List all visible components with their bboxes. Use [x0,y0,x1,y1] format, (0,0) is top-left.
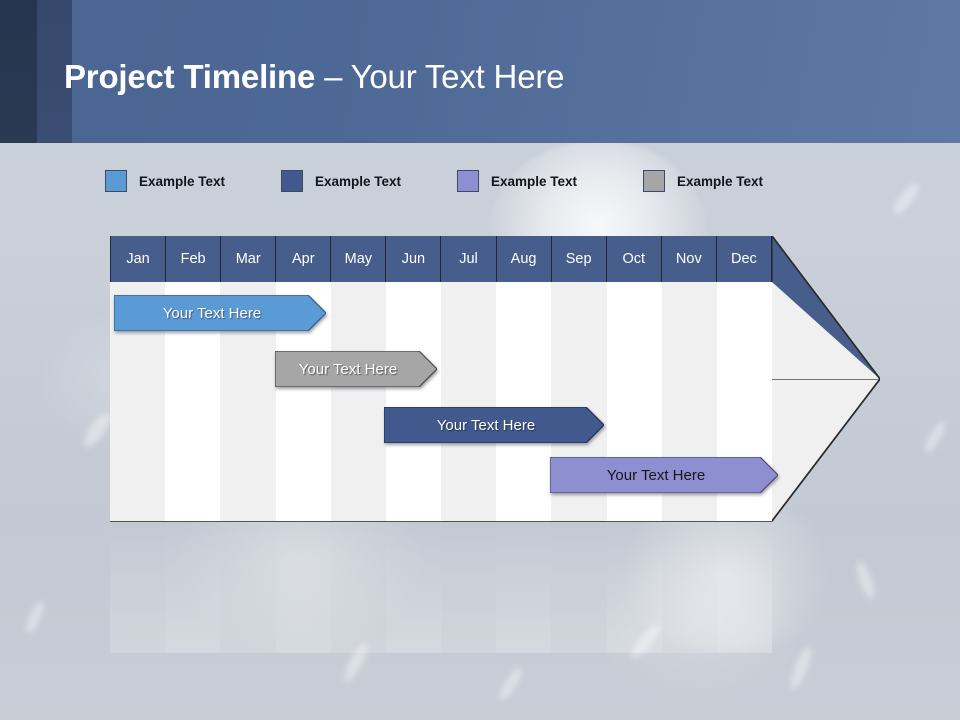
timeline-bar-1-label: Your Text Here [162,304,262,322]
month-header-dec[interactable]: Dec [716,236,772,282]
month-column-jul [441,236,497,521]
timeline-bar-3-shape-icon [384,407,604,443]
reflection-column [661,523,717,653]
month-header-apr[interactable]: Apr [276,236,332,282]
month-column-jan [110,236,166,521]
month-column-mar [220,236,276,521]
legend-swatch-gray-icon [643,170,665,192]
timeline-bar-2-shape-icon [275,351,437,387]
bokeh-streak-icon [853,559,878,601]
month-header-aug[interactable]: Aug [496,236,552,282]
timeline-bar-2-label: Your Text Here [298,360,398,378]
reflection-column [330,523,386,653]
chart-reflection-grid [110,523,773,653]
reflection-column [220,523,276,653]
legend: Example Text Example Text Example Text E… [105,168,825,196]
reflection-column [110,523,166,653]
reflection-column [275,523,331,653]
reflection-column [551,523,607,653]
slide-header-band [0,0,960,143]
reflection-column [385,523,442,653]
legend-item-1[interactable]: Example Text [105,168,225,194]
month-header-jun[interactable]: Jun [386,236,442,282]
legend-label-4: Example Text [677,173,764,189]
month-header-jan[interactable]: Jan [110,236,167,282]
timeline-bar-1-shape-icon [114,295,326,331]
timeline-bar-4-label: Your Text Here [606,466,706,484]
timeline-bar-2[interactable]: Your Text Here [275,351,437,387]
legend-swatch-purple-icon [457,170,479,192]
legend-item-2[interactable]: Example Text [281,168,401,194]
reflection-column [165,523,221,653]
bokeh-streak-icon [889,180,923,218]
month-header-mar[interactable]: Mar [221,236,277,282]
bokeh-streak-icon [627,621,665,661]
month-column-aug [496,236,552,521]
legend-item-4[interactable]: Example Text [643,168,763,194]
legend-label-2: Example Text [315,173,402,189]
page-title-light: – Your Text Here [315,58,565,95]
legend-label-1: Example Text [139,173,226,189]
legend-item-3[interactable]: Example Text [457,168,577,194]
timeline-bar-1[interactable]: Your Text Here [114,295,326,331]
legend-swatch-navy-icon [281,170,303,192]
reflection-column [441,523,497,653]
bokeh-streak-icon [23,599,47,635]
month-column-feb [165,236,221,521]
page-title-strong: Project Timeline [64,58,316,95]
background-glow-icon [600,500,850,650]
reflection-column [606,523,662,653]
chart-reflection [110,523,880,653]
header-accent-dark [0,0,37,143]
page-title: Project Timeline – Your Text Here [64,58,564,96]
timeline-bar-3[interactable]: Your Text Here [384,407,604,443]
bokeh-streak-icon [922,419,948,455]
month-header-feb[interactable]: Feb [166,236,222,282]
legend-label-3: Example Text [491,173,578,189]
timeline-bar-3-label: Your Text Here [436,416,536,434]
month-header-may[interactable]: May [331,236,387,282]
bokeh-streak-icon [786,644,816,692]
month-header-jul[interactable]: Jul [441,236,497,282]
timeline-chart: Jan Feb Mar Apr May Jun Jul Aug Sep Oct … [110,236,880,522]
month-header-sep[interactable]: Sep [551,236,607,282]
month-header-row: Jan Feb Mar Apr May Jun Jul Aug Sep Oct … [110,236,772,282]
timeline-bar-4[interactable]: Your Text Here [550,457,778,493]
reflection-column [716,523,773,653]
legend-swatch-blue-icon [105,170,127,192]
reflection-column [496,523,552,653]
header-accent-mid [37,0,72,143]
timeline-bar-4-shape-icon [550,457,778,493]
month-header-nov[interactable]: Nov [661,236,717,282]
bokeh-streak-icon [340,639,372,685]
bokeh-streak-icon [495,664,526,704]
month-header-oct[interactable]: Oct [606,236,662,282]
